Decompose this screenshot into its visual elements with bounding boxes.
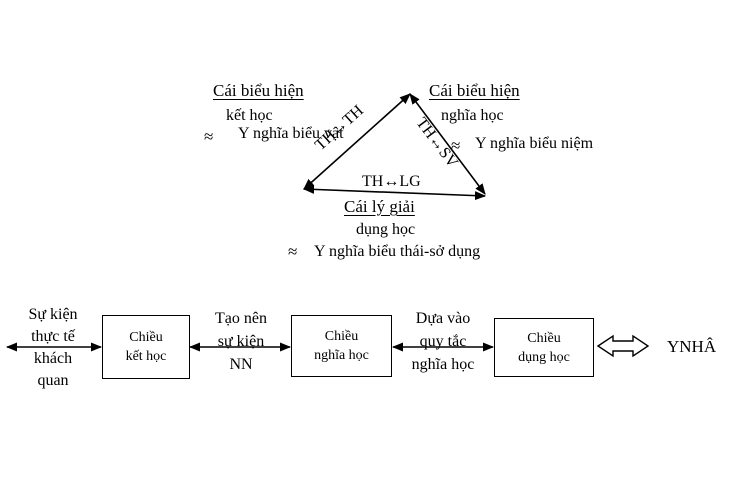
- link-label-1: Tạo nên sự kiện NN: [195, 307, 287, 376]
- start-label-line: Sự kiện: [28, 306, 78, 323]
- bottom-meaning: Y nghĩa biểu thái-sở dụng: [314, 243, 481, 260]
- link-label-2: Dựa vào quy tắc nghĩa học: [396, 307, 490, 376]
- box-line: Chiều: [324, 329, 359, 344]
- bottom-subtitle: dụng học: [356, 221, 416, 238]
- approx-icon: ≈: [451, 136, 461, 155]
- double-hollow-arrow-icon: [596, 334, 650, 358]
- top-right-subtitle: nghĩa học: [441, 107, 504, 124]
- edge-label-bottom: TH↔LG: [362, 173, 421, 190]
- top-right-meaning: Y nghĩa biểu niệm: [475, 135, 594, 152]
- box-line: kết học: [125, 349, 167, 364]
- top-left-subtitle: kết học: [226, 107, 273, 124]
- box-line: Chiều: [527, 330, 561, 346]
- bottom-title: Cái lý giải: [344, 197, 415, 216]
- approx-icon: ≈: [204, 127, 214, 146]
- top-left-meaning: Y nghĩa biểu vật: [238, 125, 344, 142]
- box-dung-hoc: Chiều dụng học: [494, 318, 594, 377]
- top-right-title: Cái biểu hiện: [429, 81, 520, 100]
- box-line: nghĩa học: [314, 348, 369, 363]
- start-label-line: quan: [37, 372, 69, 389]
- link-line: nghĩa học: [411, 356, 475, 373]
- start-label-line: thực tế: [31, 328, 75, 345]
- top-left-title: Cái biểu hiện: [213, 81, 304, 100]
- box-nghia-hoc: Chiều nghĩa học: [291, 315, 392, 377]
- approx-icon: ≈: [288, 242, 298, 261]
- link-line: NN: [229, 356, 253, 373]
- link-line: Dựa vào: [415, 310, 471, 327]
- box-line: Chiều: [129, 330, 163, 345]
- link-line: sự kiện: [217, 333, 265, 350]
- start-label: Sự kiện thực tế khách quan: [22, 304, 84, 392]
- link-line: Tạo nên: [215, 310, 267, 327]
- triangle-edge-left: [303, 93, 411, 190]
- triangle-edge-right: [409, 93, 486, 195]
- box-line: dụng học: [518, 349, 570, 365]
- link-line: quy tắc: [419, 333, 467, 350]
- start-label-line: khách: [33, 350, 73, 367]
- end-label: YNHÂ: [667, 337, 717, 356]
- triangle-edge-bottom: [302, 184, 487, 201]
- box-ket-hoc: Chiều kết học: [102, 315, 190, 379]
